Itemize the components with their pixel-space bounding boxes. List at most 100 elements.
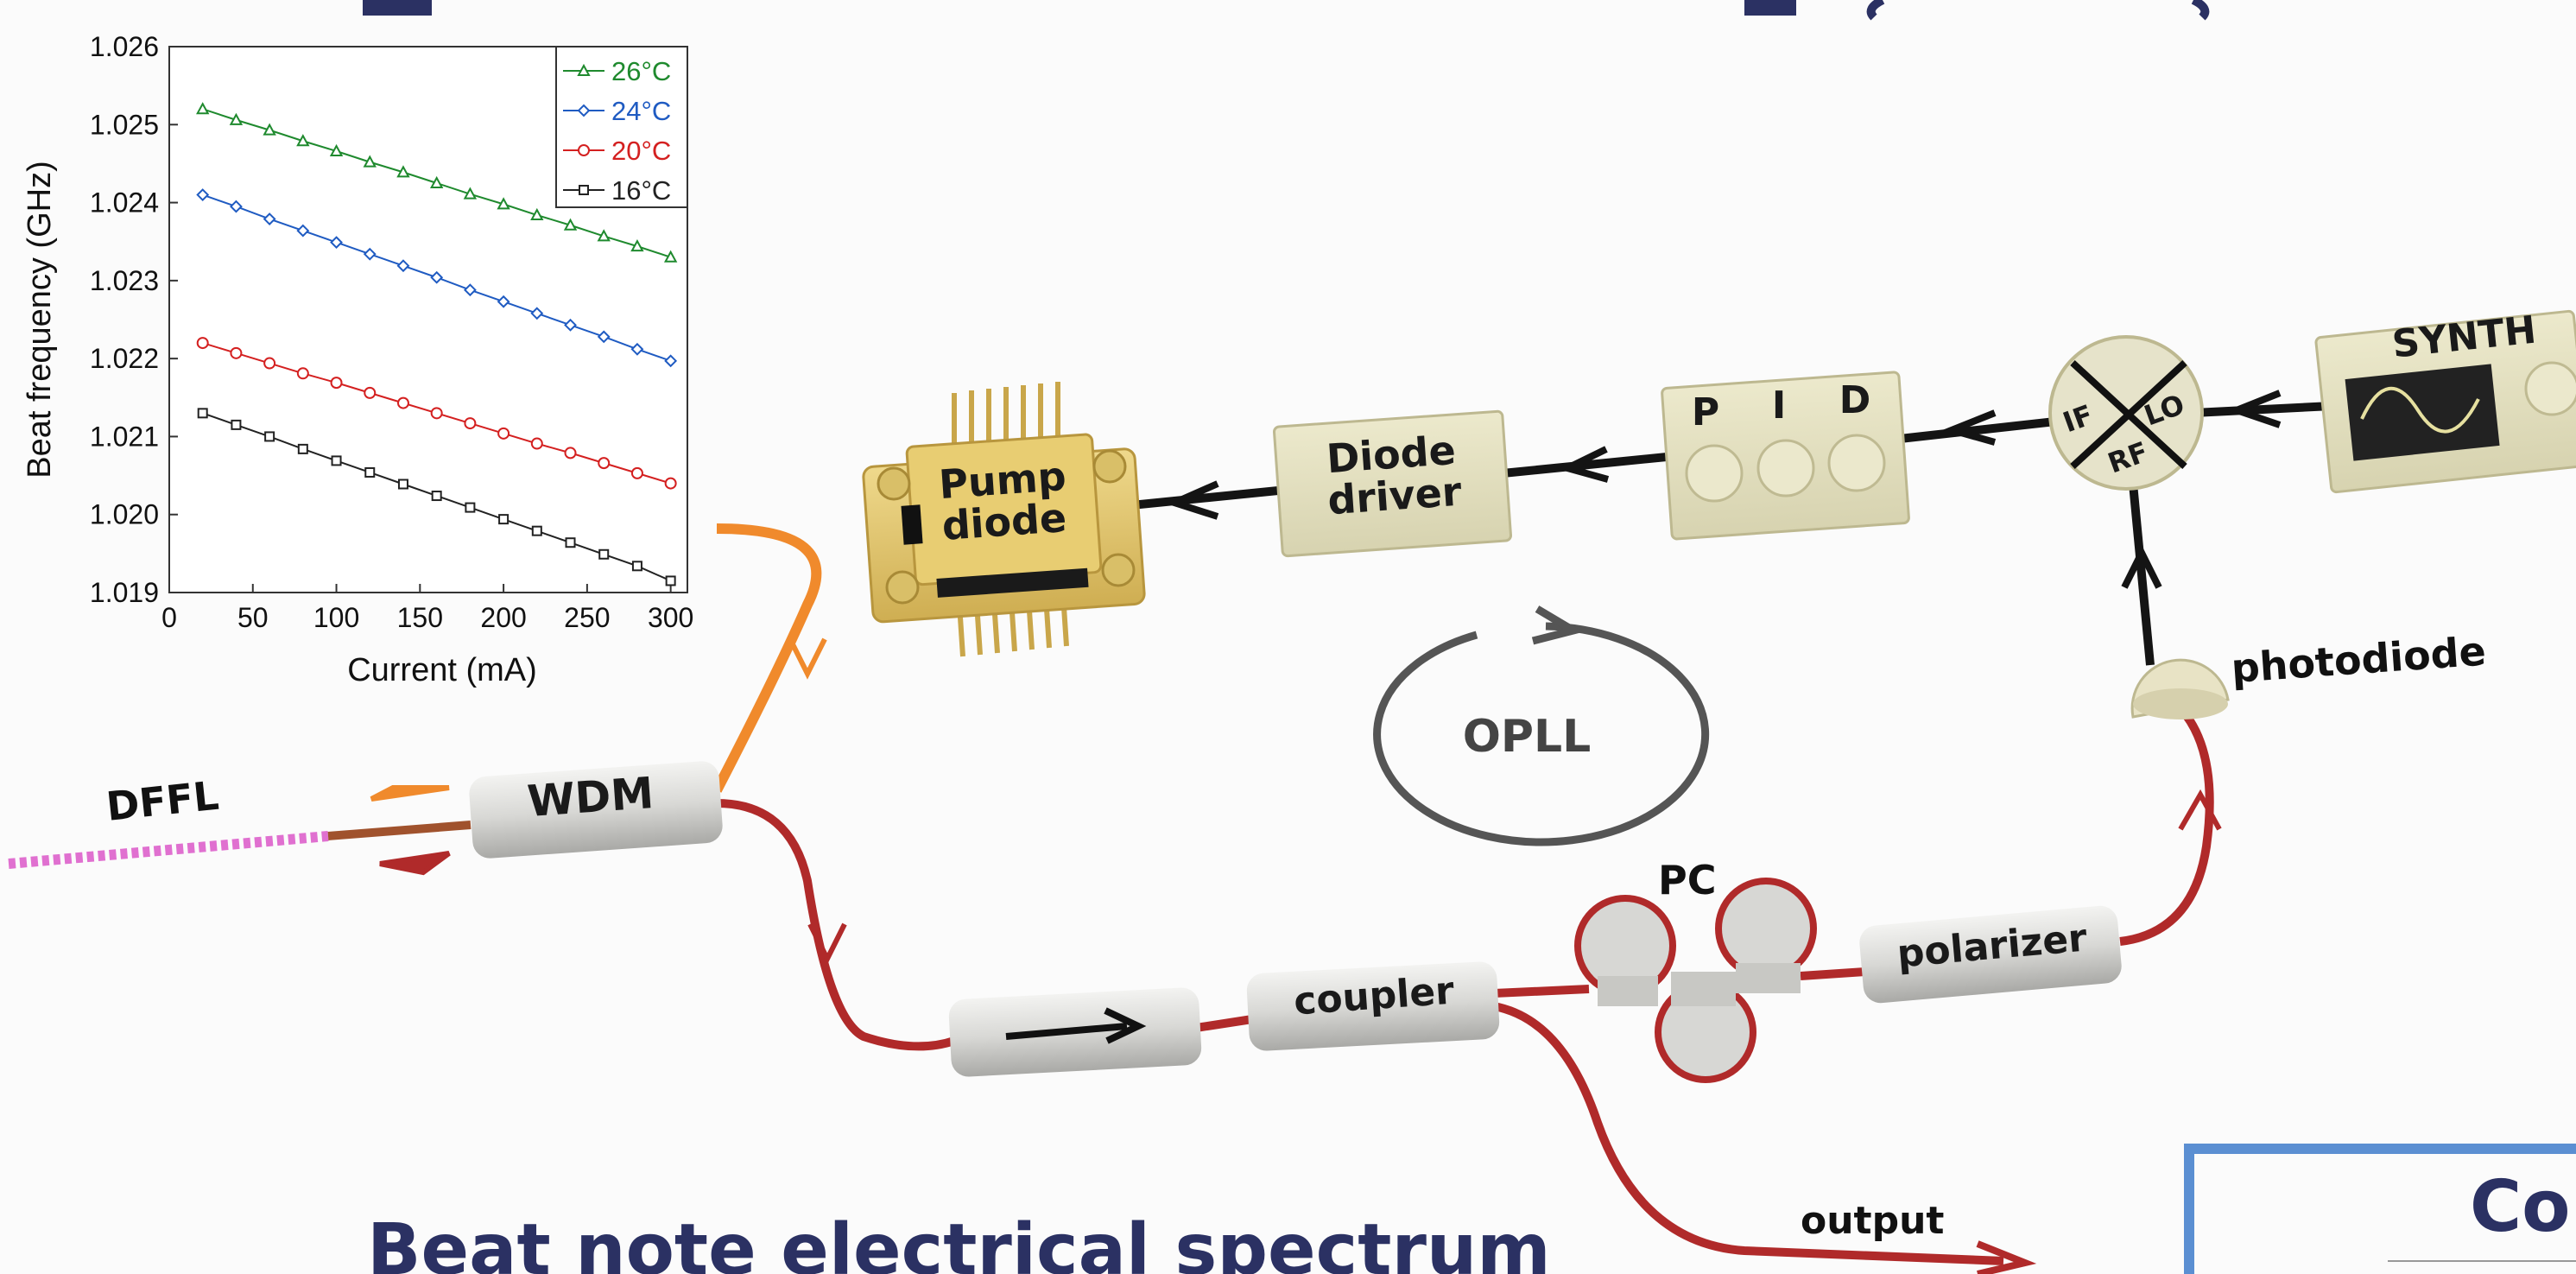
fiber-arrow-3 (2178, 789, 2222, 831)
signal-fiber-polarizer-to-photodiode (2119, 705, 2214, 946)
series-3 (197, 408, 676, 586)
data-point (564, 447, 577, 460)
legend-label: 20°C (611, 136, 671, 166)
y-tick-label: 1.026 (90, 31, 159, 62)
pid-d-knob (1827, 434, 1886, 492)
data-point (364, 466, 376, 478)
isolator (948, 987, 1202, 1077)
data-point (263, 123, 276, 136)
pid-p-label: P (1692, 390, 1719, 434)
data-point (329, 143, 344, 156)
signal-fiber-pc-to-polarizer (1800, 967, 1866, 980)
data-point (530, 437, 543, 450)
data-point (296, 224, 310, 238)
output-label: output (1801, 1199, 1944, 1243)
data-point (231, 419, 242, 430)
wire-synth-to-mixer (2193, 402, 2332, 417)
diode-driver-label-line2: driver (1326, 468, 1464, 524)
data-point (396, 259, 410, 273)
opll-label: OPLL (1463, 711, 1592, 763)
data-point (364, 386, 377, 399)
data-point (564, 318, 577, 332)
legend-item: 16°C (563, 175, 671, 206)
pid-i-label: I (1772, 383, 1786, 428)
data-point (396, 396, 409, 409)
data-point (630, 342, 644, 356)
dffl: DFFL (8, 772, 472, 876)
chart-x-axis-label: Current (mA) (347, 652, 537, 688)
pump-fiber (712, 523, 822, 793)
opll-circular-arrow (1373, 622, 1710, 846)
data-point (664, 477, 677, 490)
signal-fiber-coupler-to-pc (1493, 985, 1590, 998)
y-tick-label: 1.025 (90, 109, 159, 140)
data-point (431, 491, 442, 502)
data-point (229, 112, 244, 125)
data-point (363, 247, 377, 261)
data-point (631, 561, 642, 572)
signal-fiber-wdm-to-isolator (716, 799, 956, 1051)
wdm-label: WDM (526, 768, 655, 827)
data-point (331, 455, 342, 466)
spectrum-heading: Beat note electrical spectrum (367, 1209, 1551, 1274)
y-tick-label: 1.024 (90, 187, 159, 219)
y-tick-label: 1.019 (90, 577, 159, 608)
synthesizer: SYNTH (2314, 307, 2576, 494)
chart-series (196, 102, 678, 586)
data-point (497, 197, 510, 210)
data-point (465, 502, 476, 513)
photodiode: photodiode (2130, 628, 2487, 719)
pc-label: PC (1658, 857, 1716, 903)
data-point (565, 537, 576, 548)
data-point (296, 367, 309, 380)
data-point (530, 207, 544, 221)
y-tick-label: 1.023 (90, 265, 159, 296)
data-point (396, 165, 410, 178)
data-point (597, 229, 611, 242)
top-title-fragments (363, 0, 2210, 21)
data-point (263, 357, 276, 370)
fiber-arrow-2 (807, 922, 847, 965)
pump-diode-label-line2: diode (940, 494, 1068, 549)
legend-marker (578, 144, 590, 156)
pump-diode-label-line1: Pump (938, 453, 1068, 508)
pid-i-knob (1756, 439, 1815, 498)
data-point (297, 443, 308, 454)
coupler: coupler (1246, 961, 1500, 1051)
wdm: WDM (469, 761, 723, 859)
fiber-paths (712, 523, 2222, 1274)
output-fiber (1493, 1002, 2004, 1265)
legend-item: 26°C (563, 56, 671, 86)
data-point (597, 330, 611, 344)
data-point (665, 575, 676, 586)
data-point (463, 283, 477, 297)
polarization-controller: PC (1574, 857, 1817, 1083)
conclusion-heading-fragment: Co (2470, 1166, 2571, 1248)
data-point (598, 457, 611, 470)
x-tick-label: 0 (161, 602, 177, 633)
fiber-arrow-1 (788, 637, 827, 680)
x-tick-label: 100 (313, 602, 359, 633)
data-point (530, 307, 544, 320)
data-point (430, 407, 443, 420)
legend-marker (577, 63, 591, 76)
data-point (263, 212, 276, 225)
pid-d-label: D (1839, 378, 1871, 422)
data-point (464, 417, 477, 430)
polarizer: polarizer (1859, 905, 2122, 1004)
opll-loop: OPLL (1373, 605, 1710, 846)
data-point (296, 134, 310, 147)
data-point (429, 175, 444, 188)
synth-knob (2524, 361, 2576, 416)
diode-driver: Diode driver (1272, 409, 1513, 558)
pump-diode: Pump diode (862, 382, 1146, 657)
isolator-arrow-icon (1104, 1007, 1147, 1044)
chart-legend: 26°C24°C20°C16°C (555, 46, 688, 208)
series-0 (196, 102, 678, 263)
series-2 (196, 337, 677, 490)
output-arrowhead (1976, 1240, 2037, 1274)
data-point (531, 525, 542, 536)
data-point (430, 270, 444, 284)
data-point (463, 187, 478, 200)
rf-mixer: IF LO RF (2048, 335, 2204, 491)
